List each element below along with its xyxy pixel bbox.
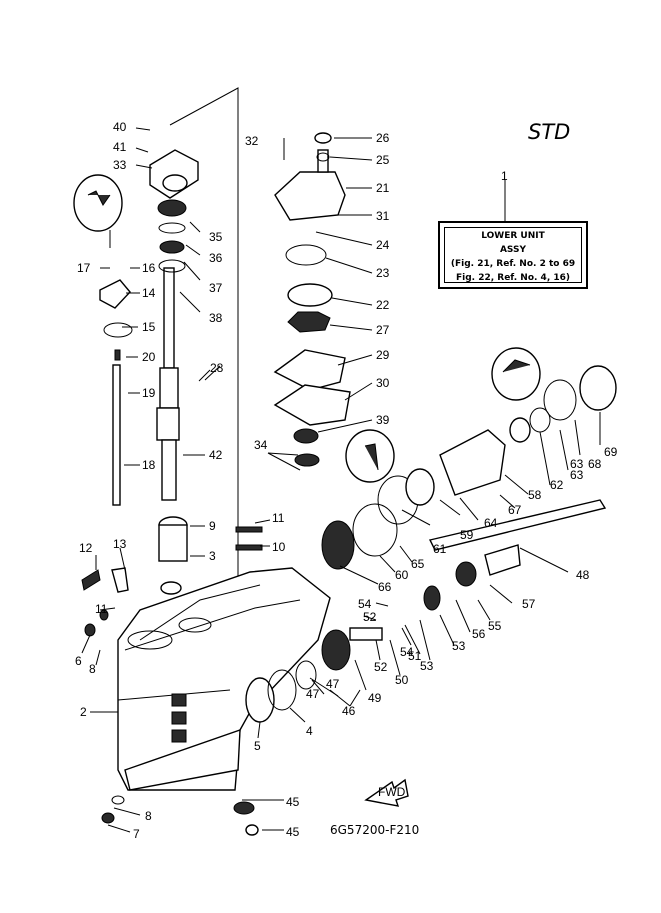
callout-64: 64 (484, 516, 498, 530)
gear-case-housing (117, 567, 331, 791)
callout-15: 14 (142, 286, 156, 300)
callout-54a: 54 (400, 645, 414, 659)
callout-27: 26 (376, 131, 390, 145)
callout-26: 25 (376, 153, 390, 167)
callout-54b: 54 (358, 597, 372, 611)
callout-28: 27 (376, 323, 390, 337)
callout-52b: 52 (363, 610, 377, 624)
callout-32: 31 (376, 209, 390, 223)
bearing-housing (149, 149, 199, 273)
callout-51: 51 (408, 649, 422, 663)
callout-38: 37 (209, 281, 223, 295)
callout-12: 11 (95, 602, 108, 616)
callout-8a: 8 (89, 662, 96, 676)
callout-67: 67 (508, 503, 522, 517)
callout-68: 68 (588, 457, 602, 471)
callout-29: 28 (210, 361, 224, 375)
callout-63a: 63 (570, 468, 584, 482)
callout-35: 34 (254, 438, 268, 452)
callout-30: 29 (376, 348, 390, 362)
callout-43: 42 (209, 448, 223, 462)
callout-8b: 8 (145, 809, 152, 823)
forward-gear-assembly (321, 365, 617, 570)
water-pump (273, 132, 351, 467)
callout-18: 17 (77, 261, 91, 275)
callout-39: 38 (209, 311, 223, 325)
callout-46: 46 (342, 704, 356, 718)
callout-41: 40 (113, 120, 127, 134)
callout-58: 58 (528, 488, 542, 502)
callout-44: 45 (286, 795, 300, 809)
std-label: STD (528, 120, 571, 144)
callout-37: 36 (209, 251, 223, 265)
callout-20: 19 (142, 386, 156, 400)
callout-65: 65 (411, 557, 425, 571)
callout-1: 1 (501, 169, 508, 183)
callout-50: 50 (395, 673, 409, 687)
callout-34: 33 (113, 158, 127, 172)
callout-36: 35 (209, 230, 223, 244)
callout-5: 5 (254, 739, 261, 753)
callout-55: 55 (488, 619, 502, 633)
callout-61: 61 (433, 542, 447, 556)
callout-31: 30 (376, 376, 390, 390)
callout-14: 12 (79, 541, 93, 555)
callout-17: 16 (142, 261, 156, 275)
callout-47a: 47 (306, 687, 320, 701)
diagram-code: 6G57200-F210 (330, 823, 420, 837)
callout-60: 60 (395, 568, 409, 582)
callout-22: 21 (376, 181, 390, 195)
callout-48: 48 (576, 568, 590, 582)
info-line-2: Fig. 22, Ref. No. 4, 16) (455, 273, 571, 283)
callout-62: 62 (550, 478, 564, 492)
callout-47b: 47 (326, 677, 340, 691)
callout-69: 69 (604, 445, 618, 459)
callout-25: 24 (376, 238, 390, 252)
small-parts (81, 516, 263, 824)
inset-details (73, 174, 541, 483)
callout-63b: 63 (570, 457, 584, 471)
callout-66: 66 (378, 580, 392, 594)
callout-2: 2 (80, 705, 87, 719)
svg-text:FWD: FWD (378, 785, 406, 799)
callout-7: 7 (133, 827, 140, 841)
info-subtitle: ASSY (499, 245, 527, 255)
callout-56: 56 (472, 627, 486, 641)
callout-53b: 53 (452, 639, 466, 653)
callout-16: 15 (142, 320, 156, 334)
callout-24: 23 (376, 266, 390, 280)
callout-19: 18 (142, 458, 156, 472)
callout-6: 6 (75, 654, 82, 668)
propeller-shaft (428, 499, 607, 587)
callout-42: 41 (113, 140, 127, 154)
callout-53a: 53 (420, 659, 434, 673)
callout-45: 45 (286, 825, 300, 839)
callout-labels: 40 41 33 35 36 37 38 16 17 14 15 20 19 1… (75, 120, 618, 841)
callout-11: 11 (272, 511, 285, 525)
shift-rod (99, 279, 133, 506)
callout-3: 3 (209, 549, 216, 563)
callout-23: 22 (376, 298, 390, 312)
reverse-gear-assembly (233, 585, 441, 836)
callout-13: 13 (113, 537, 127, 551)
callout-40: 39 (376, 413, 390, 427)
callout-49: 49 (368, 691, 382, 705)
callout-9: 9 (209, 519, 216, 533)
callout-4: 4 (306, 724, 313, 738)
callout-57: 57 (522, 597, 536, 611)
callout-59: 59 (460, 528, 474, 542)
callout-21: 20 (142, 350, 156, 364)
leader-lines (81, 127, 601, 833)
info-title: LOWER UNIT (481, 231, 545, 241)
callout-33: 32 (245, 134, 259, 148)
callout-52a: 52 (374, 660, 388, 674)
lower-unit-info-box: LOWER UNIT ASSY (Fig. 21, Ref. No. 2 to … (438, 221, 588, 289)
info-line-1: (Fig. 21, Ref. No. 2 to 69 (450, 259, 576, 269)
callout-10: 10 (272, 540, 286, 554)
fwd-arrow-icon: FWD (364, 778, 409, 807)
drive-shaft (156, 267, 180, 501)
